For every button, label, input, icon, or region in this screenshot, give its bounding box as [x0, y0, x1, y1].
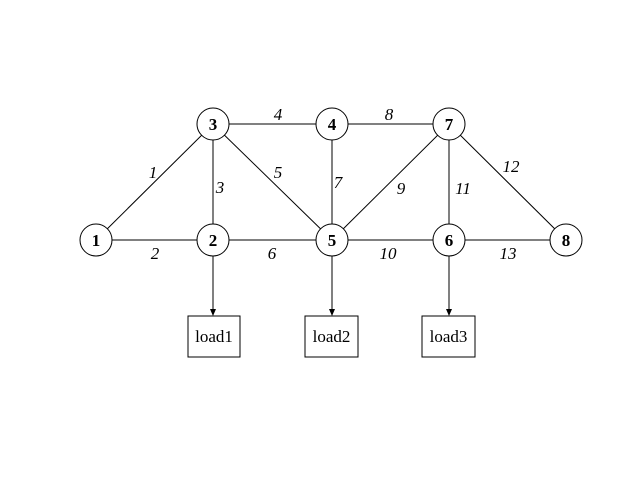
node-label-1: 1 [92, 231, 101, 250]
load-box-load3 [421, 315, 476, 358]
member-label-13: 13 [500, 244, 517, 263]
node-3: 3 [196, 107, 230, 141]
load-box-load1 [187, 315, 241, 358]
member-label-8: 8 [385, 105, 394, 124]
node-label-5: 5 [328, 231, 337, 250]
loads-layer: load1 load2 load3 [187, 256, 476, 358]
node-circle-5 [315, 223, 349, 257]
load-label-load1: load1 [195, 327, 233, 346]
member-label-5: 5 [274, 163, 283, 182]
node-2: 2 [196, 223, 230, 257]
load-box-load2 [304, 315, 359, 358]
member-5 [212, 123, 333, 241]
node-5: 5 [315, 223, 349, 257]
node-6: 6 [432, 223, 466, 257]
node-label-6: 6 [445, 231, 454, 250]
node-4: 4 [315, 107, 349, 141]
node-circle-6 [432, 223, 466, 257]
member-9 [331, 123, 450, 241]
node-circle-7 [432, 107, 466, 141]
node-label-8: 8 [562, 231, 571, 250]
node-circle-3 [196, 107, 230, 141]
load-label-load3: load3 [430, 327, 468, 346]
node-label-7: 7 [445, 115, 454, 134]
load-arrowhead-load2 [329, 309, 335, 316]
member-label-10: 10 [380, 244, 398, 263]
node-circle-1 [79, 223, 113, 257]
node-label-2: 2 [209, 231, 218, 250]
member-label-7: 7 [334, 173, 344, 192]
member-label-2: 2 [151, 244, 160, 263]
load-arrowhead-load1 [210, 309, 216, 316]
member-label-12: 12 [503, 157, 521, 176]
member-label-1: 1 [149, 163, 158, 182]
load-arrowhead-load3 [446, 309, 452, 316]
node-circle-8 [549, 223, 583, 257]
node-label-3: 3 [209, 115, 218, 134]
node-circle-2 [196, 223, 230, 257]
node-label-4: 4 [328, 115, 337, 134]
member-12 [448, 123, 567, 241]
member-1 [95, 123, 214, 241]
member-label-4: 4 [274, 105, 283, 124]
member-label-9: 9 [397, 179, 406, 198]
node-8: 8 [549, 223, 583, 257]
member-label-3: 3 [215, 178, 225, 197]
member-label-11: 11 [455, 179, 471, 198]
node-7: 7 [432, 107, 466, 141]
member-label-6: 6 [268, 244, 277, 263]
node-1: 1 [79, 223, 113, 257]
node-circle-4 [315, 107, 349, 141]
load-label-load2: load2 [313, 327, 351, 346]
